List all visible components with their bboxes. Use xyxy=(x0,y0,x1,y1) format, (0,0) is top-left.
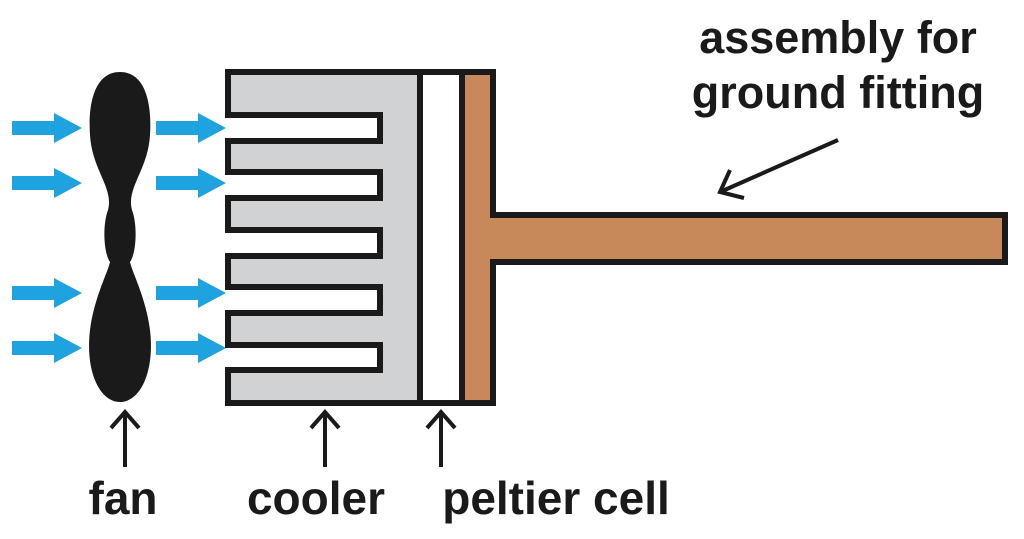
peltier-pointer-up-arrow-icon xyxy=(425,408,457,467)
airflow-arrow-icon xyxy=(156,168,226,198)
airflow-arrows-inlet xyxy=(12,113,82,363)
assembly-label-line1: assembly for xyxy=(699,12,977,63)
airflow-arrow-icon xyxy=(156,278,226,308)
fan-pointer-up-arrow-icon xyxy=(109,408,141,467)
fan-icon xyxy=(89,72,151,402)
airflow-arrow-icon xyxy=(12,278,82,308)
assembly-pointer-arrow-icon xyxy=(717,138,839,200)
airflow-arrow-icon xyxy=(156,113,226,143)
ground-fitting-assembly xyxy=(459,69,1008,406)
airflow-arrow-icon xyxy=(156,333,226,363)
airflow-arrow-icon xyxy=(12,113,82,143)
cooler-heatsink xyxy=(225,69,423,406)
airflow-arrow-icon xyxy=(12,168,82,198)
assembly-label-line2: ground fitting xyxy=(692,67,984,118)
peltier-cell xyxy=(417,69,465,406)
peltier-cell-label: peltier cell xyxy=(442,472,670,524)
cooler-pointer-up-arrow-icon xyxy=(309,408,341,467)
cooler-label: cooler xyxy=(247,472,385,524)
airflow-arrow-icon xyxy=(12,333,82,363)
fan-label: fan xyxy=(89,472,158,524)
airflow-arrows-outlet xyxy=(156,113,226,363)
pointer-arrows xyxy=(109,138,839,467)
